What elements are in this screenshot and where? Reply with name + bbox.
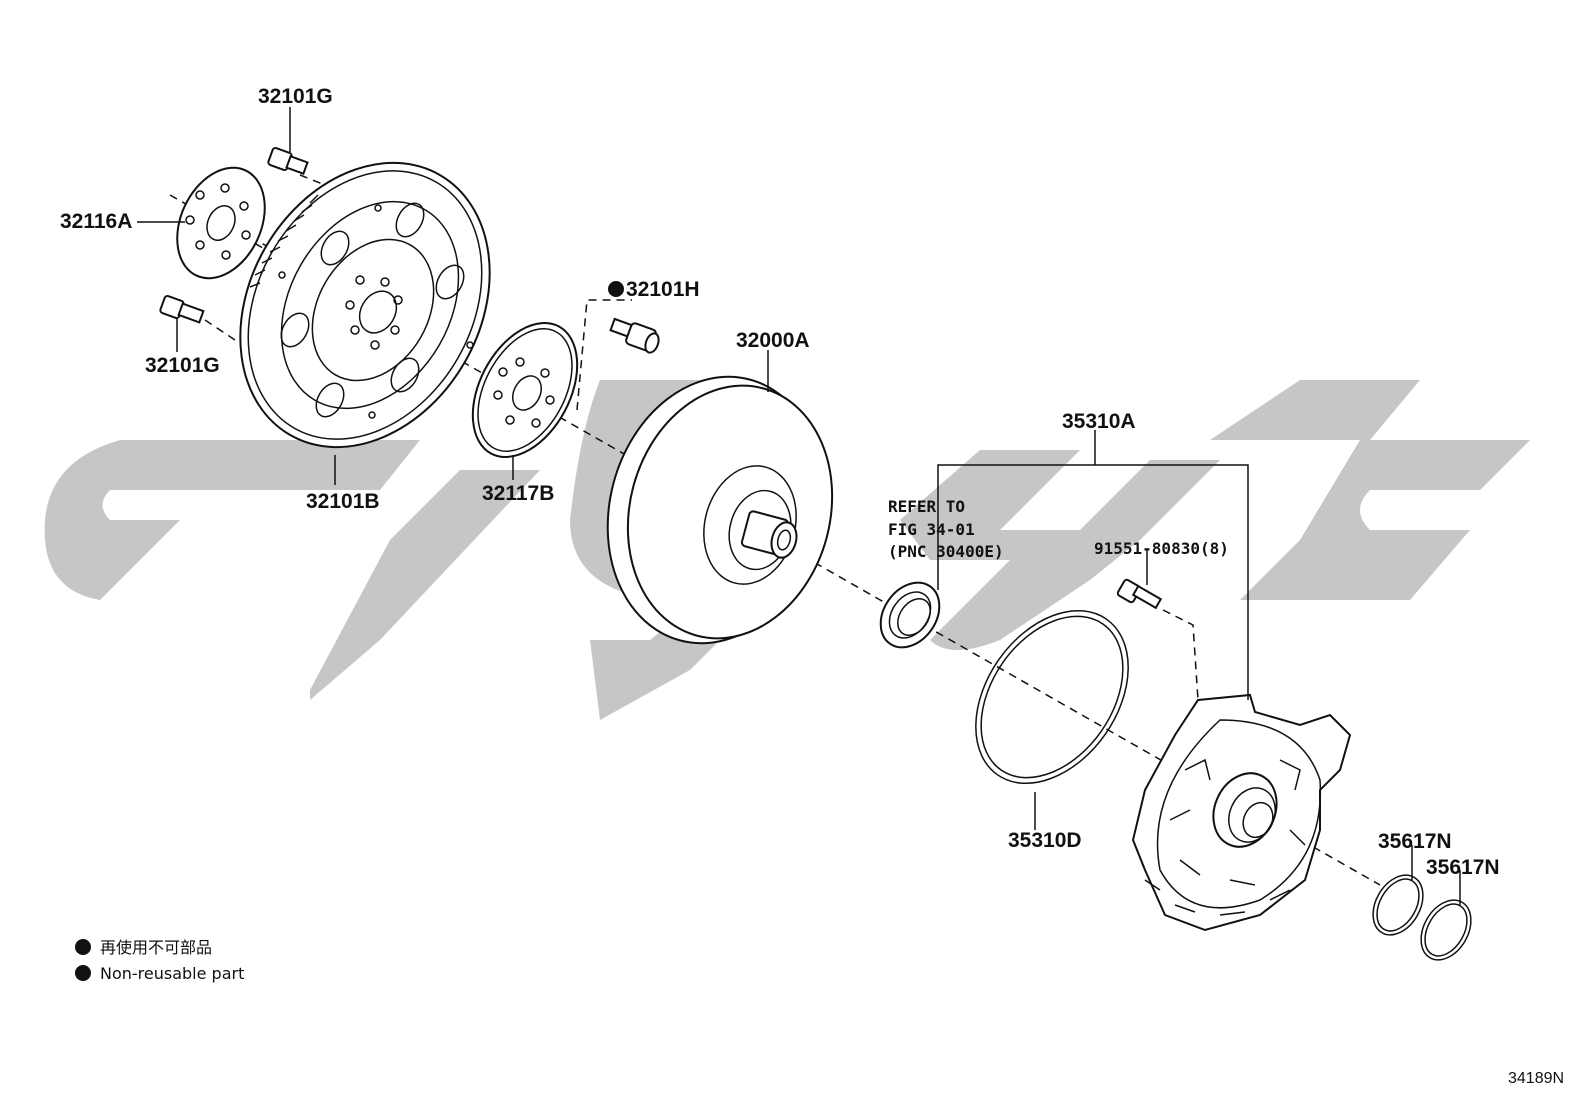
- refer-line-1: REFER TO: [888, 497, 965, 516]
- part-32116A-plate: [176, 166, 266, 280]
- label-32101G-bottom: 32101G: [145, 354, 220, 377]
- legend-bullet-en: [75, 965, 91, 981]
- part-35310D-o-ring: [975, 609, 1129, 785]
- label-35617N-1: 35617N: [1378, 830, 1452, 853]
- part-32117B-plate: [471, 322, 579, 458]
- part-35310A-oil-pump: [1131, 693, 1352, 932]
- non-reusable-marker: [608, 281, 624, 297]
- legend-text-en: Non-reusable part: [100, 964, 244, 983]
- legend-text-cn: 再使用不可部品: [100, 938, 212, 957]
- label-35310D: 35310D: [1008, 829, 1082, 852]
- refer-line-2: FIG 34-01: [888, 520, 975, 539]
- bolt-32101H: [609, 317, 660, 354]
- label-35310A: 35310A: [1062, 410, 1136, 433]
- part-32101B-drive-plate: [239, 161, 491, 449]
- label-32117B: 32117B: [482, 482, 554, 505]
- bolt-91551-80830: [1116, 578, 1163, 610]
- refer-line-3: (PNC 30400E): [888, 542, 1004, 561]
- figure-number: 34189N: [1508, 1070, 1564, 1087]
- part-35617N-seal-ring-2: [1420, 899, 1472, 961]
- part-35617N-seal-ring-1: [1372, 874, 1424, 936]
- leader-lines: [137, 107, 1461, 905]
- part-32000A-torque-converter: [606, 375, 834, 645]
- label-91551-80830: 91551-80830(8): [1094, 539, 1229, 558]
- bolt-32101G-top: [267, 146, 309, 175]
- legend: 再使用不可部品 Non-reusable part: [75, 938, 244, 983]
- label-32101G-top: 32101G: [258, 85, 333, 108]
- label-32101H: 32101H: [626, 278, 700, 301]
- part-labels: 32101G 32116A 32101G 32101B 32101H 32117…: [60, 85, 1500, 879]
- bolt-32101G-bottom: [159, 294, 205, 324]
- label-35617N-2: 35617N: [1426, 856, 1500, 879]
- label-32101B: 32101B: [306, 490, 380, 513]
- part-oil-seal: [879, 581, 941, 649]
- legend-bullet-cn: [75, 939, 91, 955]
- label-32000A: 32000A: [736, 329, 810, 352]
- label-32116A: 32116A: [60, 210, 132, 233]
